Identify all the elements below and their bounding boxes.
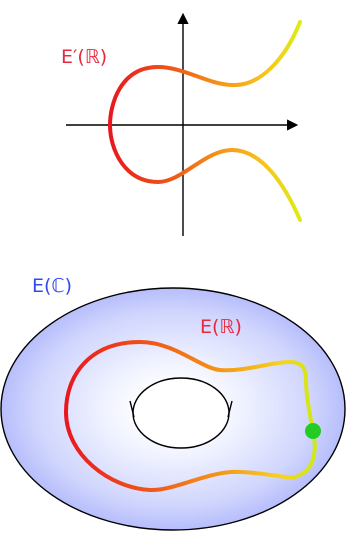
real-elliptic-curve [110,22,300,220]
torus [1,288,345,530]
torus-hole [133,378,229,448]
torus-label: E(ℂ) [32,277,72,296]
marked-point [305,423,321,439]
real-curve-label: E(ℝ) [200,318,242,337]
top-curve-label: E′(ℝ) [61,48,107,67]
